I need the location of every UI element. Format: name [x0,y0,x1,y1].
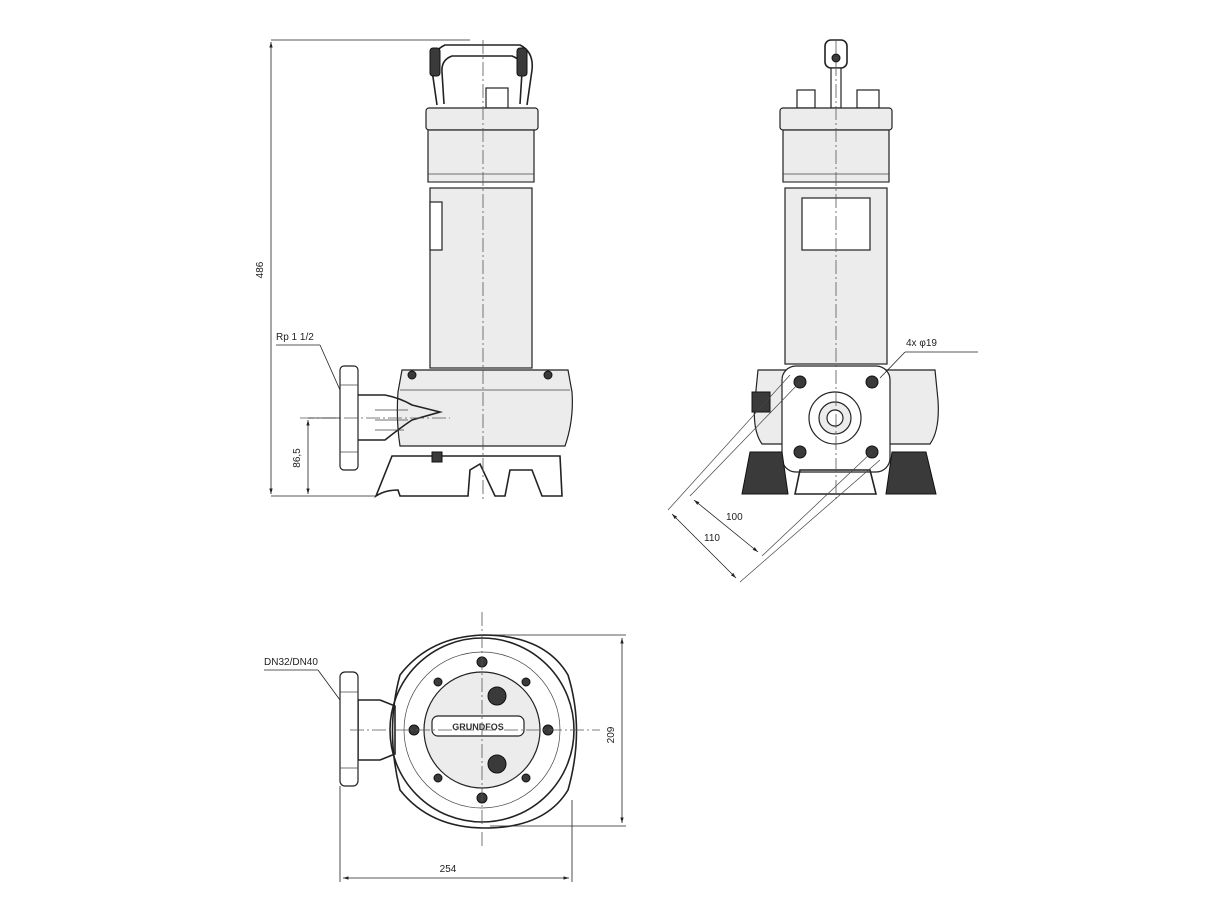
body-width-label: 209 [606,726,617,743]
pump-housing [396,369,573,447]
outlet-thread-label: Rp 1 1/2 [276,332,314,343]
cable-gland [485,87,509,109]
motor-upper [427,129,535,183]
top-cap [425,107,539,131]
bolt-pitch-inner-label: 100 [726,512,743,523]
bolt-pitch-outer-label: 110 [704,533,720,544]
handle-lug-right [516,47,528,77]
flange-label: DN32/DN40 [264,657,318,668]
side-view: 486 86,5 Rp 1 1/2 [255,39,573,500]
bolt-holes-label: 4x φ19 [906,338,937,349]
overall-width-label: 254 [440,864,457,875]
pump-stand [374,455,563,499]
outlet-pipe [358,394,444,441]
nameplate [429,201,443,251]
outlet-height-label: 86,5 [292,448,303,468]
top-outer-ring [391,634,578,829]
overall-height-label: 486 [255,261,266,278]
handle-lug-left [429,47,441,77]
top-view: GRUNDFOS DN32/DN40 209 254 [264,612,626,882]
logo-text: GRUNDFOS [452,722,504,732]
front-view: 4x φ19 100 110 [667,39,978,583]
top-flange [339,671,359,787]
motor-housing [429,187,533,369]
logo-plate [431,715,525,737]
